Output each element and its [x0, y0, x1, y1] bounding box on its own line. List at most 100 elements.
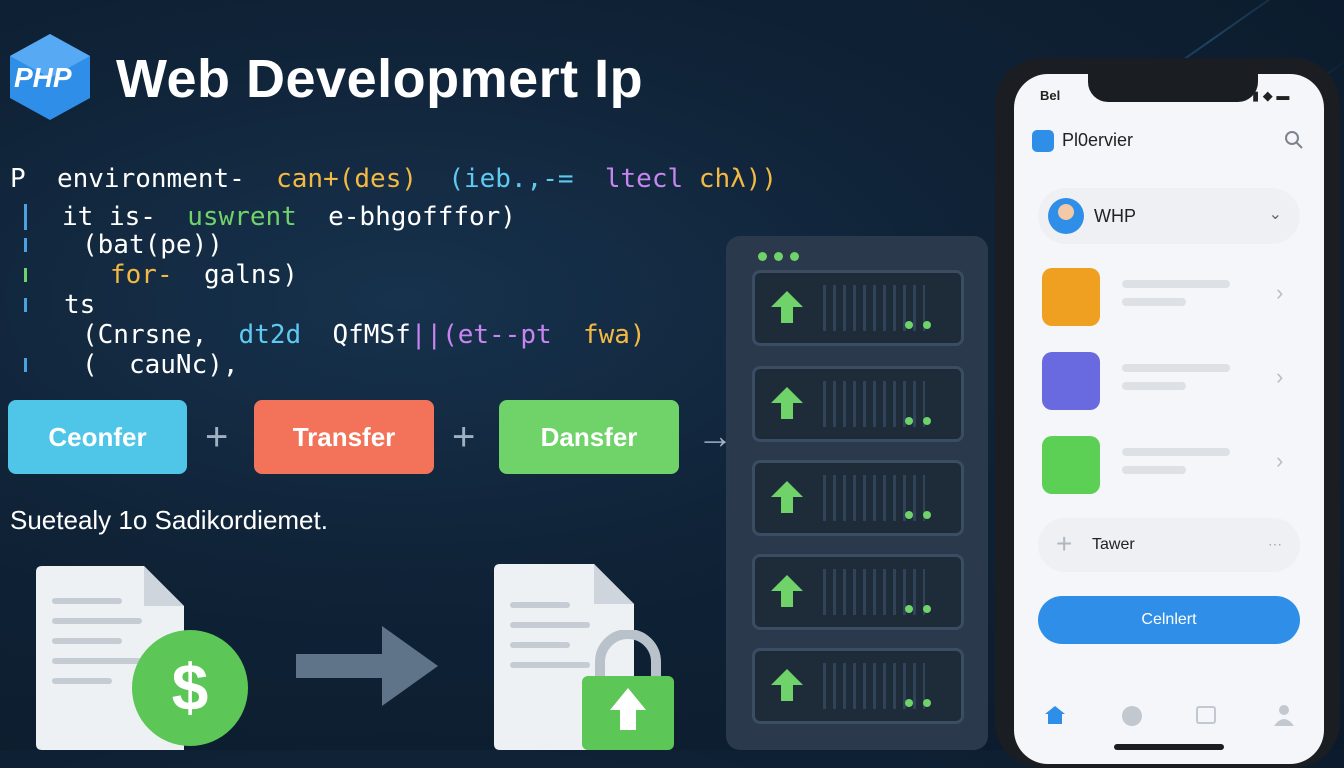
status-led — [923, 605, 931, 613]
code-token: P — [10, 164, 26, 194]
search-icon[interactable] — [1284, 130, 1304, 150]
code-line: it is- uswrent e-bhgofffor) — [62, 202, 516, 232]
chevron-right-icon: › — [1276, 448, 1284, 473]
code-token: QfMSf — [332, 320, 411, 350]
status-led — [905, 605, 913, 613]
code-token: chλ)) — [698, 164, 778, 194]
page-title: Web Developmert Ip — [116, 49, 644, 109]
lock-icon — [582, 630, 674, 750]
list-item-placeholder — [1122, 364, 1230, 372]
chevron-right-icon: › — [1276, 364, 1284, 389]
status-led — [905, 511, 913, 519]
more-icon: ⋯ — [1268, 536, 1282, 552]
server-unit — [752, 460, 964, 536]
code-gutter-mark — [24, 298, 27, 312]
arrow-right-icon — [296, 626, 438, 706]
server-unit — [752, 366, 964, 442]
code-gutter-mark — [24, 238, 27, 252]
list-item-icon — [1042, 436, 1100, 494]
code-token: can+(des) — [276, 164, 418, 194]
inbox-icon[interactable] — [1196, 706, 1216, 724]
code-token: environment- — [56, 164, 245, 194]
list-item-placeholder — [1122, 448, 1230, 456]
status-led — [923, 699, 931, 707]
dollar-coin-icon: $ — [132, 630, 248, 746]
code-line: for- galns) — [110, 260, 298, 290]
code-token: galns) — [203, 260, 298, 290]
account-selector[interactable]: WHP ⌄ — [1038, 188, 1300, 244]
status-led — [923, 321, 931, 329]
home-indicator — [1114, 744, 1224, 750]
shield-icon[interactable] — [1122, 706, 1142, 726]
status-led — [923, 511, 931, 519]
add-label: Tawer — [1092, 536, 1135, 553]
server-unit — [752, 648, 964, 724]
upload-arrow-icon — [771, 575, 803, 607]
code-token: ltecl — [604, 164, 684, 194]
upload-arrow-icon — [771, 291, 803, 323]
home-icon[interactable] — [1044, 704, 1066, 726]
chevron-right-icon: › — [1276, 280, 1284, 305]
list-item-placeholder — [1122, 298, 1186, 306]
server-unit — [752, 270, 964, 346]
status-time: Bel — [1040, 88, 1061, 103]
account-label: WHP — [1094, 206, 1136, 226]
php-logo-icon — [10, 34, 90, 120]
caption-text: Suetealy 1o Sadikordiemet. — [10, 505, 328, 535]
code-line: ( cauNc), — [82, 350, 239, 380]
add-row[interactable]: + Tawer ⋯ — [1038, 518, 1300, 572]
code-line: (bat(pe)) — [82, 230, 223, 260]
phone-notch — [1088, 70, 1258, 102]
status-led — [905, 321, 913, 329]
flow-step-1: Ceonfer — [8, 400, 187, 474]
code-token: it is- — [62, 202, 156, 232]
code-token: cauNc), — [128, 350, 239, 380]
code-gutter-mark — [24, 358, 27, 372]
status-led — [905, 699, 913, 707]
code-line: (Cnrsne, dt2d QfMSf||(et--pt fwa) — [82, 320, 646, 350]
plus-icon: + — [452, 415, 476, 459]
status-dot — [790, 252, 799, 261]
code-block: P environment- can+(des) (ieb.,-= ltecl … — [0, 158, 777, 383]
code-gutter-mark — [24, 268, 27, 282]
profile-icon[interactable] — [1274, 704, 1294, 726]
plus-icon: + — [1056, 528, 1073, 559]
flow-step-3: Dansfer — [499, 400, 679, 474]
list-item[interactable]: › — [1030, 350, 1308, 412]
upload-arrow-icon — [771, 669, 803, 701]
status-led — [923, 417, 931, 425]
list-item[interactable]: › — [1030, 434, 1308, 496]
status-dot — [758, 252, 767, 261]
upload-arrow-icon — [771, 481, 803, 513]
chevron-down-icon: ⌄ — [1268, 206, 1282, 223]
svg-text:$: $ — [172, 650, 209, 724]
flow-step-2: Transfer — [254, 400, 434, 474]
code-token: (Cnrsne, — [82, 320, 208, 350]
list-item[interactable]: › — [1030, 266, 1308, 328]
code-line: P environment- can+(des) (ieb.,-= ltecl … — [10, 164, 777, 194]
code-token: for- — [110, 260, 173, 290]
app-logo-icon — [1032, 130, 1054, 152]
code-gutter-mark — [24, 204, 27, 230]
status-led — [905, 417, 913, 425]
code-token: dt2d — [238, 320, 302, 350]
list-item-placeholder — [1122, 466, 1186, 474]
code-token: uswrent — [187, 202, 297, 232]
list-item-icon — [1042, 352, 1100, 410]
logo-text: PHP — [14, 62, 72, 93]
code-token: ( — [82, 350, 98, 380]
phone-screen — [1014, 74, 1324, 764]
avatar — [1048, 198, 1084, 234]
status-dot — [774, 252, 783, 261]
code-token: fwa) — [582, 320, 646, 350]
code-token: (ieb.,-= — [448, 164, 574, 194]
code-token: ||(et--pt — [410, 320, 552, 350]
code-line: ts — [64, 290, 96, 320]
app-name: Pl0ervier — [1062, 130, 1134, 150]
primary-button[interactable]: Celnlert — [1038, 596, 1300, 644]
status-icons: ▮ ◆ ▬ — [1252, 88, 1290, 103]
server-unit — [752, 554, 964, 630]
list-item-placeholder — [1122, 280, 1230, 288]
upload-arrow-icon — [771, 387, 803, 419]
list-item-placeholder — [1122, 382, 1186, 390]
